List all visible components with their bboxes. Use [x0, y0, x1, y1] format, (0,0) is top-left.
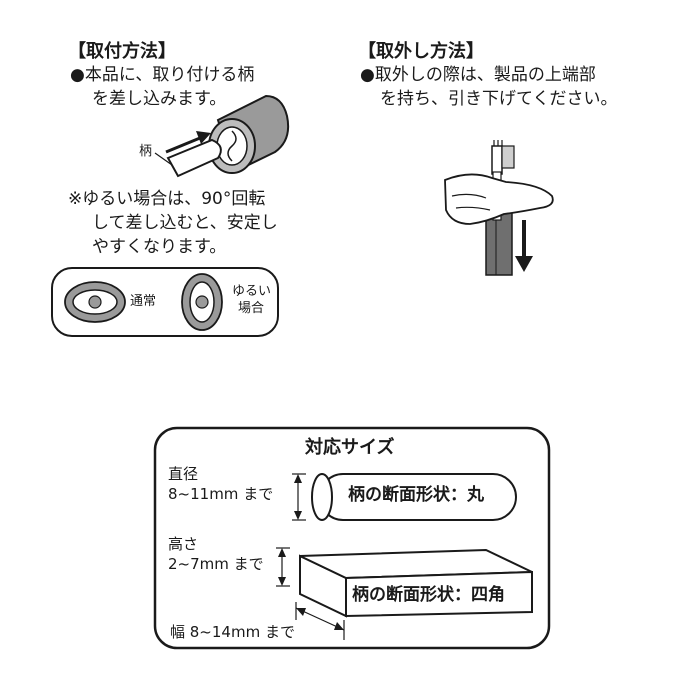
install-note-1: ※ゆるい場合は、90°回転: [68, 189, 266, 209]
height-bracket: [276, 547, 290, 587]
hand-icon: [444, 173, 554, 225]
loose-label-2: 場合: [238, 301, 265, 316]
loose-socket-icon: [181, 273, 223, 331]
remove-heading: 【取外し方法】: [358, 41, 484, 62]
width-bracket: [295, 602, 345, 640]
down-arrow-icon: [515, 220, 533, 272]
height-label: 高さ: [168, 535, 199, 553]
install-note-2: して差し込むと、安定し: [92, 213, 278, 233]
loose-label-1: ゆるい: [232, 284, 272, 299]
diameter-label: 直径: [168, 465, 199, 483]
height-value: 2~7mm まで: [168, 555, 264, 573]
insert-arrow-icon: [165, 131, 211, 154]
sizes-title: 対応サイズ: [305, 437, 395, 458]
install-line-1: ●本品に、取り付ける柄: [70, 65, 255, 85]
install-note-3: やすくなります。: [92, 237, 227, 257]
width-value: 幅 8~14mm まで: [170, 623, 295, 641]
install-heading: 【取付方法】: [68, 41, 176, 62]
pole-icon: [485, 199, 513, 276]
remove-line-2: を持ち、引き下げてください。: [380, 89, 618, 109]
remove-line-1: ●取外しの際は、製品の上端部: [360, 65, 596, 85]
normal-label: 通常: [130, 294, 157, 309]
brush-head-icon: [491, 140, 515, 175]
round-shape-label: 柄の断面形状：丸: [348, 485, 484, 505]
square-handle-shape: [299, 548, 533, 618]
sizes-frame: [153, 426, 551, 650]
normal-socket-icon: [64, 281, 126, 323]
diameter-value: 8~11mm まで: [168, 485, 274, 503]
install-line-2: を差し込みます。: [92, 89, 227, 109]
handle-label: 柄: [139, 144, 153, 159]
square-shape-label: 柄の断面形状：四角: [352, 585, 505, 605]
diameter-bracket: [292, 473, 306, 521]
